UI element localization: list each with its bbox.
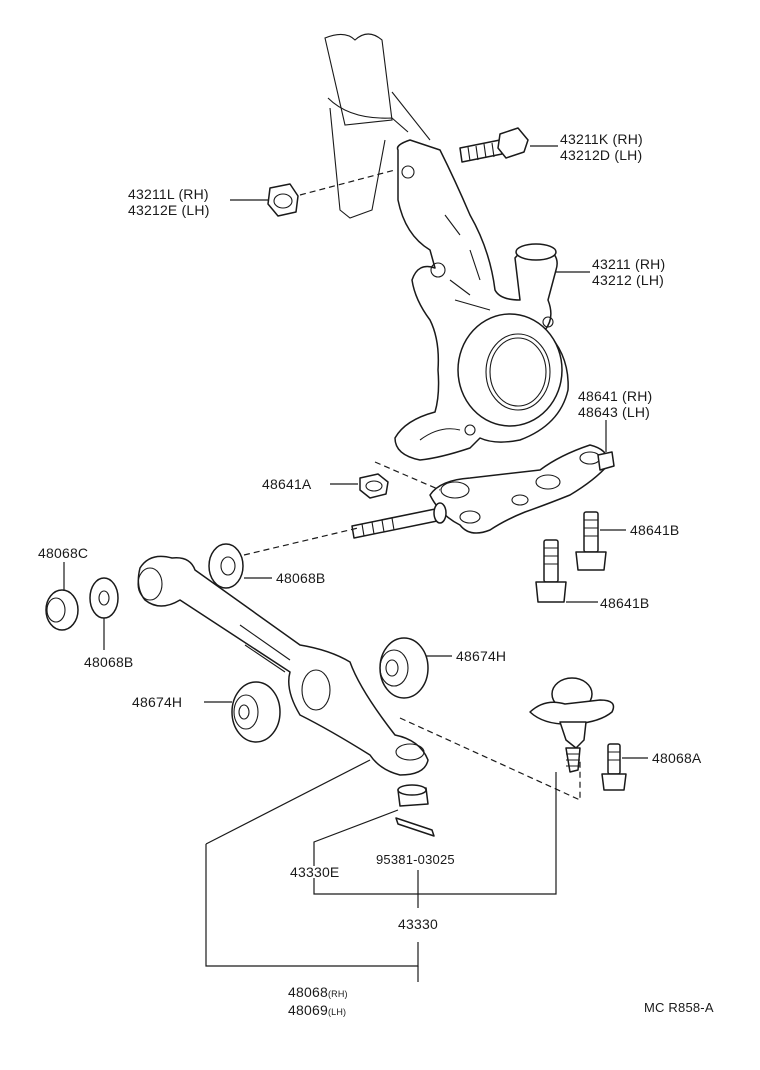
label-bushing-right: 48674H: [456, 648, 507, 664]
assembly-lines: [243, 169, 581, 801]
knuckle-nut-icon: [267, 183, 299, 217]
label-castle-nut: 43330E: [290, 864, 340, 880]
bracket-nut-icon: [359, 473, 389, 499]
bracket-bolt-lower-icon: [535, 539, 567, 603]
cotter-pin-icon: [395, 817, 435, 837]
washer-right-icon: [208, 543, 244, 589]
label-knuckle-nut: 43211L (RH)43212E (LH): [128, 186, 210, 218]
reference-code: MC R858-A: [644, 1000, 714, 1015]
label-knuckle: 43211 (RH)43212 (LH): [592, 256, 666, 288]
castle-nut-icon: [397, 784, 429, 807]
bushing-right-icon: [379, 637, 429, 699]
label-lower-arm-bracket: 48641 (RH)48643 (LH): [578, 388, 653, 420]
label-bushing-cap: 48068C: [38, 545, 89, 561]
bushing-left-icon: [231, 681, 281, 743]
label-bracket-bolt-upper: 48641B: [630, 522, 680, 538]
steering-knuckle-icon: [394, 139, 569, 461]
label-bracket-nut: 48641A: [262, 476, 312, 492]
leader-lines: [63, 145, 648, 982]
lower-arm-icon: [137, 555, 429, 776]
bracket-bolt-upper-icon: [575, 511, 607, 571]
ball-joint-icon: [529, 677, 615, 773]
lower-arm-bracket-icon: [351, 444, 615, 539]
bushing-cap-icon: [45, 589, 79, 631]
label-washer-left: 48068B: [84, 654, 134, 670]
label-bushing-left: 48674H: [132, 694, 183, 710]
label-ball-joint: 43330: [398, 916, 438, 932]
knuckle-bolt-icon: [459, 127, 529, 163]
washer-left-icon: [89, 577, 119, 619]
ball-joint-bolt-icon: [601, 743, 627, 791]
label-lower-arm: 48068(RH) 48069(LH): [288, 984, 348, 1018]
label-cotter-pin: 95381-03025: [376, 852, 455, 867]
strut-outline: [324, 33, 431, 219]
label-knuckle-bolt: 43211K (RH)43212D (LH): [560, 131, 643, 163]
label-washer-right: 48068B: [276, 570, 326, 586]
label-bracket-bolt-lower: 48641B: [600, 595, 650, 611]
label-ball-joint-bolt: 48068A: [652, 750, 702, 766]
